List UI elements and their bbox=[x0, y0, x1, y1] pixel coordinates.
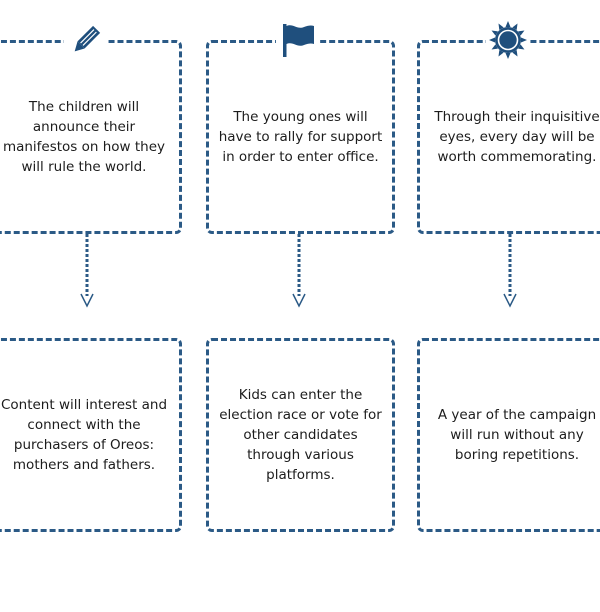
box-top-1: The children will announce their manifes… bbox=[0, 40, 182, 234]
box-text: Content will interest and connect with t… bbox=[0, 397, 168, 473]
sun-icon bbox=[486, 18, 530, 62]
box-text: A year of the campaign will run without … bbox=[437, 407, 597, 463]
box-top-2: The young ones will have to rally for su… bbox=[206, 40, 395, 234]
box-text: Kids can enter the election race or vote… bbox=[219, 387, 382, 483]
box-text: The children will announce their manifes… bbox=[2, 99, 166, 175]
box-text: The young ones will have to rally for su… bbox=[218, 109, 383, 165]
arrow-connector-2 bbox=[292, 234, 306, 308]
arrow-connector-1 bbox=[80, 234, 94, 308]
flag-icon bbox=[276, 18, 320, 62]
pencil-icon bbox=[64, 18, 108, 62]
box-text: Through their inquisitive eyes, every da… bbox=[434, 109, 600, 165]
box-bottom-2: Kids can enter the election race or vote… bbox=[206, 338, 395, 532]
box-bottom-1: Content will interest and connect with t… bbox=[0, 338, 182, 532]
arrow-connector-3 bbox=[503, 234, 517, 308]
box-top-3: Through their inquisitive eyes, every da… bbox=[417, 40, 600, 234]
box-bottom-3: A year of the campaign will run without … bbox=[417, 338, 600, 532]
